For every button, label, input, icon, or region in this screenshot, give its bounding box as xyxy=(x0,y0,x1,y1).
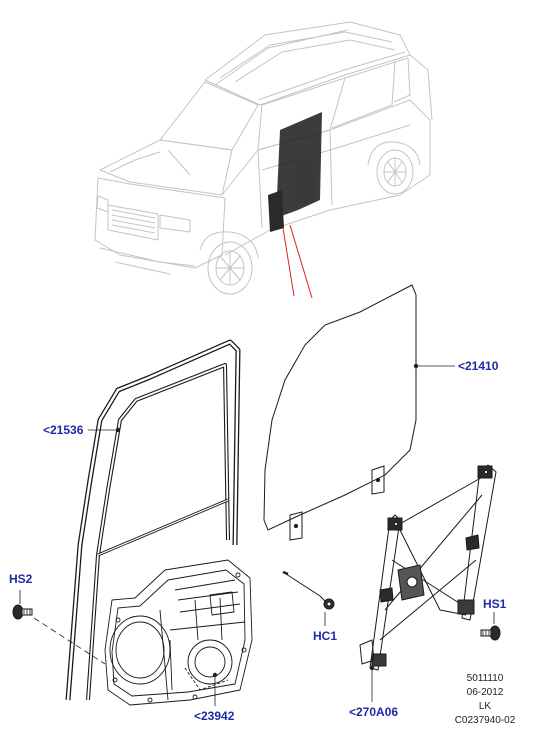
leader-line-glass xyxy=(413,363,455,369)
door-module-panel xyxy=(104,559,253,706)
ref-date: 06-2012 xyxy=(466,687,504,698)
callout-run-channel-21536[interactable]: <21536 xyxy=(43,423,84,437)
callout-glass-21410[interactable]: <21410 xyxy=(458,359,499,373)
leader-line-module xyxy=(212,672,218,706)
leader-line-regulator xyxy=(369,665,375,702)
connector-hc1 xyxy=(282,570,335,626)
vehicle-illustration xyxy=(94,21,433,295)
screw-hs2-dash-line xyxy=(33,617,106,665)
ref-number: 5011110 xyxy=(466,673,504,684)
location-indicator-lines xyxy=(282,224,313,299)
vehicle-door-highlight xyxy=(268,112,322,232)
window-glass xyxy=(263,284,417,541)
leader-line-run-channel xyxy=(88,427,121,433)
callout-module-23942[interactable]: <23942 xyxy=(194,709,235,723)
callout-screw-hs2[interactable]: HS2 xyxy=(9,572,33,586)
callout-screw-hs1[interactable]: HS1 xyxy=(483,597,507,611)
ref-code: LK xyxy=(478,701,492,712)
illustration-id: C0237940-02 xyxy=(454,715,516,726)
glass-run-channel xyxy=(65,339,241,701)
window-regulator xyxy=(359,464,497,671)
callout-connector-hc1[interactable]: HC1 xyxy=(313,629,338,643)
screw-hs1 xyxy=(480,612,501,641)
screw-hs2 xyxy=(12,590,33,620)
callout-regulator-270a06[interactable]: <270A06 xyxy=(349,705,399,719)
